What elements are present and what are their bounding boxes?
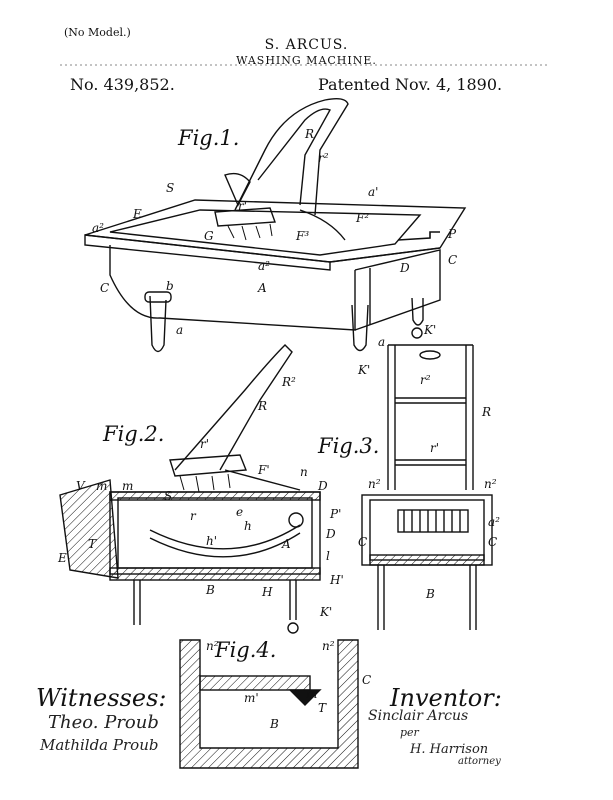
fig3-label: Fig.3. (318, 434, 380, 458)
svg-text:G: G (204, 229, 214, 243)
svg-text:C: C (448, 253, 457, 267)
patent-date: Patented Nov. 4, 1890. (318, 75, 503, 94)
svg-text:R²: R² (281, 375, 296, 389)
fig4-drawing (179, 639, 359, 769)
attorney-signature: H. Harrison (410, 742, 489, 757)
fig1-drawing (84, 97, 467, 353)
svg-text:m: m (122, 479, 133, 493)
svg-text:A: A (281, 537, 291, 551)
svg-text:V: V (76, 479, 86, 493)
inventor-name: S. ARCUS. (264, 37, 349, 53)
svg-text:A: A (257, 281, 267, 295)
witness-signature-1: Theo. Proub (48, 712, 159, 733)
svg-text:n²: n² (322, 639, 335, 653)
svg-text:a: a (176, 323, 183, 337)
svg-text:F²: F² (355, 211, 369, 225)
patent-title: WASHING MACHINE. (236, 54, 377, 67)
svg-text:B: B (425, 587, 435, 601)
svg-text:r: r (190, 509, 197, 523)
svg-text:a²: a² (488, 515, 500, 529)
svg-text:r': r' (238, 199, 247, 213)
svg-text:n²: n² (484, 477, 497, 491)
svg-text:F³: F³ (295, 229, 309, 243)
svg-text:C: C (362, 673, 371, 687)
fig1-label: Fig.1. (178, 126, 240, 150)
svg-text:a': a' (368, 185, 378, 199)
svg-text:n²: n² (206, 639, 219, 653)
patent-number: No. 439,852. (70, 75, 175, 94)
svg-text:E: E (57, 551, 67, 565)
svg-text:K': K' (319, 605, 332, 619)
svg-text:S: S (164, 489, 172, 503)
svg-text:e: e (236, 505, 243, 519)
svg-text:D: D (399, 261, 410, 275)
svg-text:D: D (325, 527, 336, 541)
fig3-drawing (361, 344, 493, 630)
svg-text:m: m (96, 479, 107, 493)
inventor-label: Inventor: (390, 684, 502, 712)
svg-text:a²: a² (92, 221, 104, 235)
svg-text:K': K' (357, 363, 370, 377)
svg-text:C: C (100, 281, 109, 295)
svg-text:n²: n² (368, 477, 381, 491)
svg-text:r': r' (430, 441, 439, 455)
witnesses-label: Witnesses: (36, 684, 167, 712)
svg-text:P': P' (329, 507, 341, 521)
fig2-label: Fig.2. (103, 422, 165, 446)
svg-text:H: H (261, 585, 273, 599)
witness-signature-2: Mathilda Proub (40, 736, 159, 754)
svg-text:h: h (244, 519, 252, 533)
svg-text:r': r' (200, 437, 209, 451)
svg-text:m': m' (244, 691, 259, 705)
inventor-signature: Sinclair Arcus (368, 708, 469, 724)
per-text: per (400, 726, 419, 739)
svg-text:B: B (269, 717, 279, 731)
svg-text:B: B (205, 583, 215, 597)
reference-letters: R r² a' S E a² G r' F² F³ a² C P D C b A… (57, 127, 500, 731)
svg-text:a²: a² (258, 259, 270, 273)
svg-text:a: a (378, 335, 385, 349)
svg-text:C: C (488, 535, 497, 549)
svg-text:l: l (326, 549, 330, 563)
svg-text:F': F' (257, 463, 270, 477)
svg-text:R: R (304, 127, 314, 141)
svg-text:S: S (166, 181, 174, 195)
svg-text:P: P (447, 227, 457, 241)
attorney-title: attorney (458, 756, 501, 767)
svg-text:r²: r² (420, 373, 431, 387)
svg-text:T: T (318, 701, 327, 715)
svg-text:h': h' (206, 534, 217, 548)
fig2-drawing (59, 344, 321, 634)
svg-text:E: E (132, 207, 142, 221)
svg-text:C: C (358, 535, 367, 549)
svg-text:R: R (257, 399, 267, 413)
svg-text:R: R (481, 405, 491, 419)
svg-text:H': H' (329, 573, 344, 587)
svg-text:D: D (317, 479, 328, 493)
svg-text:r²: r² (318, 151, 329, 165)
svg-text:n: n (300, 465, 308, 479)
svg-text:b: b (166, 279, 174, 293)
svg-text:m: m (306, 687, 317, 701)
fig4-label: Fig.4. (215, 638, 277, 662)
svg-text:T: T (88, 537, 97, 551)
svg-text:K': K' (423, 323, 436, 337)
model-note: (No Model.) (64, 26, 131, 39)
